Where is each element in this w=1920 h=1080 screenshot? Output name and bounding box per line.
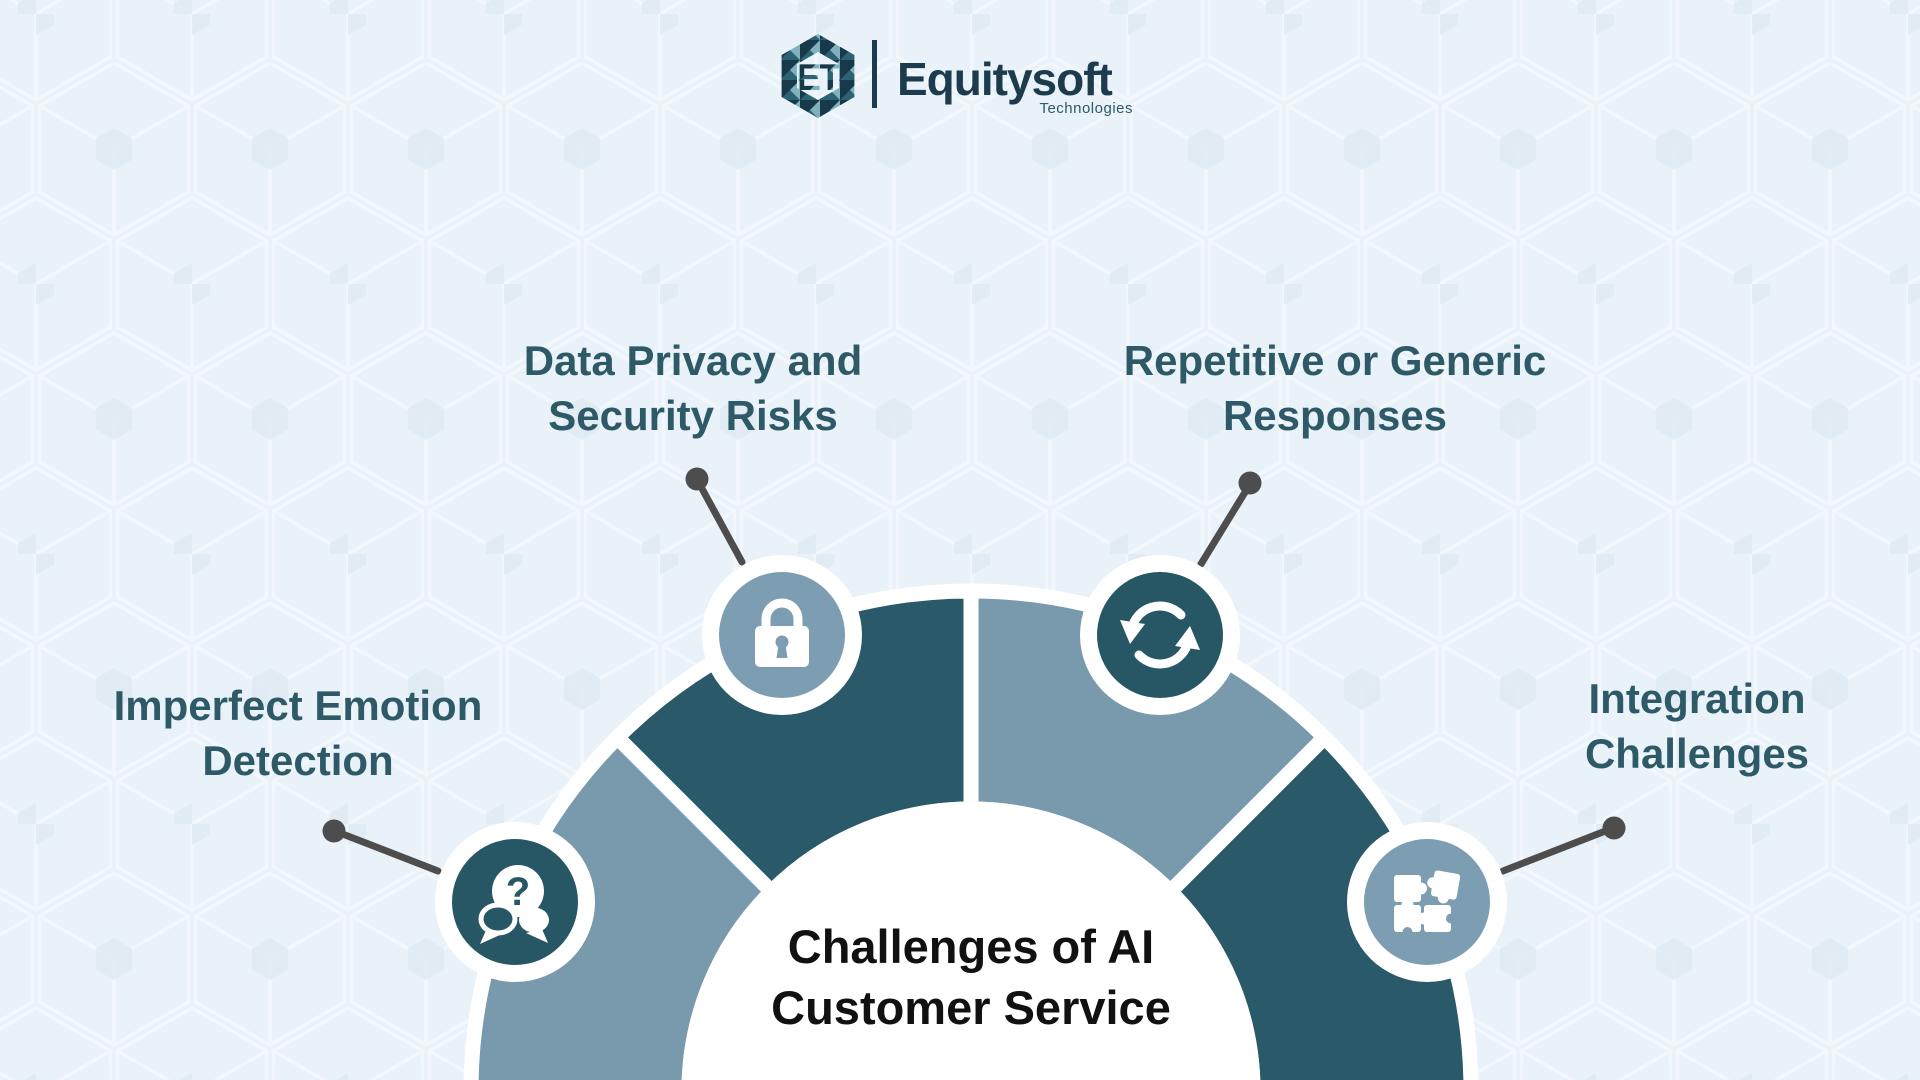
logo-monogram: ET [796,57,842,98]
pointer-line-emotion [336,829,442,875]
challenge-label-integration: Integration Challenges [1585,671,1809,781]
pointer-line-integration [1499,826,1612,875]
pointer-line-repetitive [1197,485,1251,568]
donut-center-disc [681,801,1261,1080]
title-line: Customer Service [771,981,1171,1034]
title-line: Challenges of AI [787,920,1155,973]
pointer-dots [322,467,1626,843]
brand-tagline: Technologies [1039,100,1133,117]
label-line: Security Risks [548,392,838,439]
pointer-dot-repetitive [1238,471,1262,495]
hexagon-logo-icon [781,34,855,118]
pointer-lines [336,481,1612,875]
puzzle-icon [1347,822,1507,982]
question-chat-icon: ? [435,822,595,982]
icon-disc [1364,839,1490,965]
lock-icon [702,555,862,715]
pointer-dot-data-privacy [685,467,709,491]
label-line: Responses [1222,392,1448,439]
pointer-dot-emotion [322,819,346,843]
logo-divider [872,40,877,108]
refresh-icon [1080,555,1240,715]
pointer-dot-integration [1602,816,1626,840]
brand-logo-mark: ET [781,34,877,118]
label-line: Data Privacy and [523,337,863,384]
diagram-title: Challenges of AI Customer Service [771,916,1171,1038]
label-line: Repetitive or Generic [1123,337,1547,384]
label-line: Integration [1588,675,1806,722]
pointer-line-data-privacy [696,481,746,566]
label-line: Challenges [1584,730,1810,777]
label-line: Detection [202,737,394,784]
challenge-label-data-privacy: Data Privacy and Security Risks [524,333,863,443]
brand-name: Equitysoft [897,53,1113,105]
challenge-label-emotion: Imperfect Emotion Detection [114,678,483,788]
label-line: Imperfect Emotion [113,682,483,729]
challenge-label-repetitive: Repetitive or Generic Responses [1124,333,1546,443]
icon-disc [1097,572,1223,698]
